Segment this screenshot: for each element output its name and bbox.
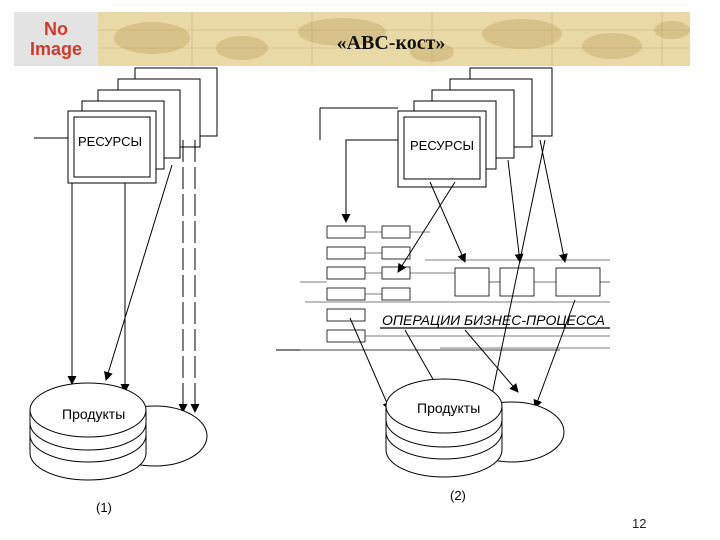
right-products-label: Продукты [417, 400, 480, 416]
operations-label: ОПЕРАЦИИ БИЗНЕС-ПРОЦЕССА [382, 312, 605, 328]
no-image-logo: No Image [14, 12, 98, 66]
left-products-label: Продукты [62, 406, 125, 422]
right-caption: (2) [450, 488, 466, 503]
right-products-stack [385, 378, 565, 478]
left-diagram [29, 67, 218, 481]
logo-line-1: No [44, 19, 68, 39]
left-resources-label: РЕСУРСЫ [78, 134, 142, 149]
left-products-stack [29, 382, 208, 481]
left-resource-stack [67, 67, 218, 184]
page-number: 12 [632, 516, 647, 531]
right-resources-label: РЕСУРСЫ [410, 138, 474, 153]
header-band [92, 12, 690, 66]
logo-line-2: Image [29, 39, 83, 59]
process-boxes-right [454, 267, 601, 297]
world-map-texture [92, 12, 690, 66]
left-caption: (1) [96, 500, 112, 515]
slide-title: «ABC-кост» [336, 32, 446, 54]
right-resource-stack [397, 67, 553, 188]
right-diagram [276, 67, 610, 478]
